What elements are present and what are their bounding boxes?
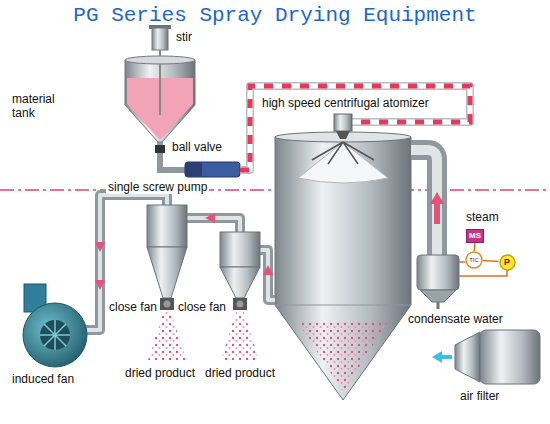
impeller-blades xyxy=(40,320,70,350)
circle-outline xyxy=(500,255,515,270)
chamber-top xyxy=(275,132,411,142)
signal-wire xyxy=(474,243,476,251)
chamber-body xyxy=(275,137,411,400)
screw-pump xyxy=(185,162,240,177)
flow-arrow xyxy=(95,280,105,290)
flow-arrow xyxy=(205,213,215,223)
air-arrow xyxy=(432,351,452,363)
dried-powder xyxy=(148,312,186,360)
cyclone-body xyxy=(147,205,187,247)
part-label: material tank xyxy=(12,92,64,120)
instrument-circle: P xyxy=(499,254,516,271)
flow-arrow xyxy=(95,242,105,252)
cyclone xyxy=(147,205,187,360)
control-box: MS xyxy=(466,229,484,243)
drying-chamber xyxy=(275,114,411,400)
tank-lid xyxy=(125,56,195,64)
part-label: air filter xyxy=(460,389,499,403)
cyclone-cone xyxy=(147,247,187,298)
rotary-valve xyxy=(160,298,174,310)
atomizer-motor xyxy=(334,114,352,131)
atomizer-disc xyxy=(336,131,350,139)
filter-drum xyxy=(480,330,540,384)
part-label: dried product xyxy=(205,366,275,380)
cyclone-cone xyxy=(220,267,260,298)
cyclone-body xyxy=(220,232,260,267)
ball-valve xyxy=(155,145,165,153)
part-label: close fan xyxy=(109,300,157,314)
stir-motor xyxy=(152,28,168,50)
cyclone-pipes xyxy=(86,195,275,330)
part-label: ball valve xyxy=(172,140,222,154)
part-label: close fan xyxy=(178,300,226,314)
part-label: induced fan xyxy=(12,372,74,386)
flow-arrow xyxy=(263,265,273,275)
box-outline xyxy=(467,230,484,243)
air-heater xyxy=(417,255,507,309)
pipe-highlight xyxy=(86,195,275,330)
induced-fan xyxy=(23,284,87,367)
air-filter xyxy=(432,330,540,384)
control-wire xyxy=(459,270,507,276)
part-label: steam xyxy=(466,210,499,224)
chamber-seam xyxy=(275,305,411,306)
signal-wire xyxy=(483,260,499,262)
condensate-outlet xyxy=(437,302,440,309)
node-text: TIC xyxy=(465,256,483,264)
flow-arrow xyxy=(430,192,444,224)
spray-cloud xyxy=(298,142,388,183)
rotary-valve xyxy=(233,298,247,310)
filter-inlet xyxy=(455,332,480,382)
pump-body xyxy=(185,162,240,177)
valve-wheel xyxy=(164,301,171,308)
control-wire xyxy=(459,261,465,263)
part-label: stir xyxy=(176,30,192,44)
part-label: condensate water xyxy=(408,312,503,326)
hot-air-duct xyxy=(411,150,444,255)
heater-bottom xyxy=(420,290,456,302)
heater-body xyxy=(417,255,459,290)
valve-wheel xyxy=(237,301,244,308)
cyclone xyxy=(220,232,260,360)
part-label: single screw pump xyxy=(106,180,209,194)
powder-particles xyxy=(298,322,388,392)
fan-volute xyxy=(23,303,87,367)
fan-impeller xyxy=(40,320,70,350)
part-label: dried product xyxy=(125,366,195,380)
diagram-title: PG Series Spray Drying Equipment xyxy=(0,3,550,29)
circle-outline xyxy=(466,252,482,268)
instrument-circle: TIC xyxy=(465,251,483,269)
dried-powder xyxy=(221,312,259,360)
part-label: high speed centrifugal atomizer xyxy=(262,96,429,110)
node-text: P xyxy=(499,257,516,268)
node-text: MS xyxy=(466,231,484,241)
spray-jets xyxy=(312,142,374,164)
pump-motor xyxy=(185,162,202,177)
